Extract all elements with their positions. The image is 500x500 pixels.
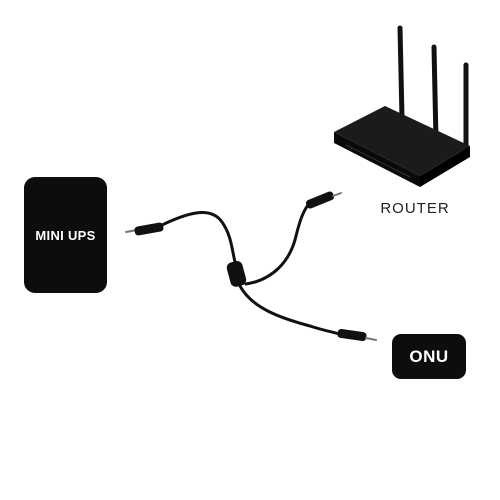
router-front-led-strip bbox=[345, 144, 411, 178]
cable-branch-onu bbox=[238, 284, 342, 336]
router-label: ROUTER bbox=[380, 200, 450, 217]
dc-plug-icon bbox=[134, 222, 164, 236]
onu-label: ONU bbox=[409, 346, 449, 366]
router-body-top bbox=[334, 106, 470, 176]
dc-plug-tip-onu bbox=[365, 337, 377, 341]
ferrite-bead-icon bbox=[226, 260, 247, 287]
router-antenna-middle bbox=[431, 44, 439, 143]
router-antenna-left bbox=[397, 25, 405, 121]
dc-plug-icon bbox=[337, 328, 367, 342]
router-body-side bbox=[420, 146, 470, 187]
dc-plug-icon bbox=[305, 191, 335, 209]
cable-branch-router bbox=[244, 203, 310, 286]
cable-input bbox=[160, 211, 238, 268]
y-splitter-cable-icon bbox=[125, 191, 377, 342]
mini-ups-device: MINI UPS bbox=[24, 177, 107, 293]
onu-device: ONU bbox=[392, 334, 466, 379]
router-icon bbox=[334, 25, 470, 187]
dc-plug-tip-router bbox=[332, 192, 342, 197]
router-body-front bbox=[334, 132, 420, 187]
mini-ups-label: MINI UPS bbox=[35, 227, 96, 243]
